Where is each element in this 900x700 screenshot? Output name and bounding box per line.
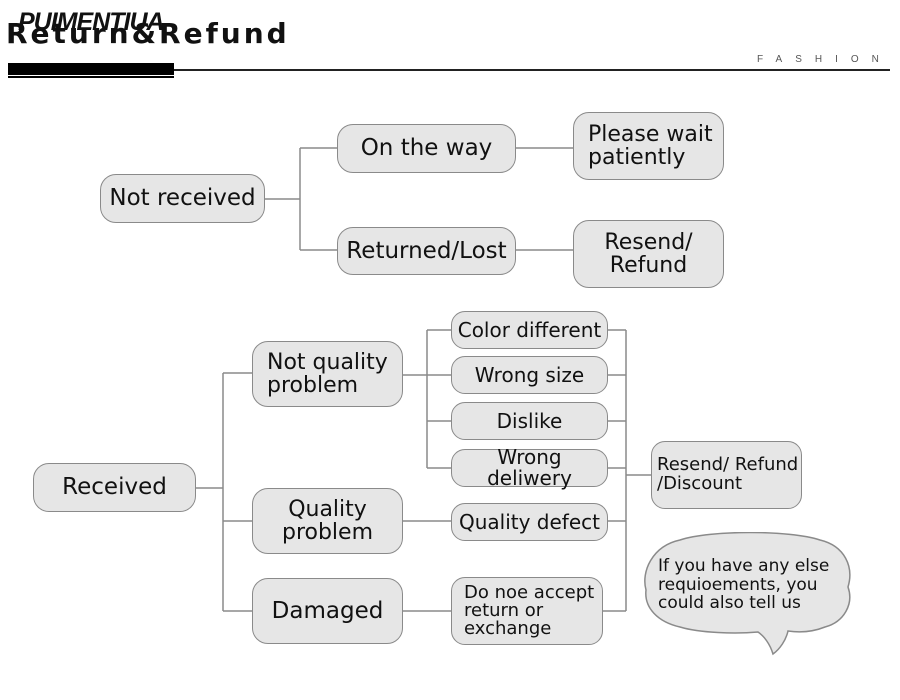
page-title: Return&Refund [6,17,290,50]
please-wait-node: Please wait patiently [573,112,724,180]
brand-tagline: FASHION [757,54,892,65]
header-divider [8,69,890,71]
returned-lost-node: Returned/Lost [337,227,516,275]
resolution-node: Resend/ Refund /Discount [651,441,802,509]
header-accent-bar [8,63,174,75]
header-accent-underline [8,76,174,78]
quality-defect-node: Quality defect [451,503,608,541]
speech-bubble-text: If you have any else requioements, you c… [658,556,830,614]
speech-bubble-icon [644,532,851,656]
not-quality-problem-node: Not quality problem [252,341,403,407]
damaged-node: Damaged [252,578,403,644]
wrong-delivery-node: Wrong deliwery [451,447,608,489]
damaged-result-node: Do noe accept return or exchange [451,577,603,645]
brand-logo-text: PUIMENTIUA [18,8,165,36]
wrong-size-node: Wrong size [451,356,608,394]
quality-problem-node: Quality problem [252,488,403,554]
on-the-way-node: On the way [337,124,516,173]
color-different-node: Color different [451,311,608,349]
not-received-node: Not received [100,174,265,223]
dislike-node: Dislike [451,402,608,440]
resend-refund-node: Resend/ Refund [573,220,724,288]
received-node: Received [33,463,196,512]
